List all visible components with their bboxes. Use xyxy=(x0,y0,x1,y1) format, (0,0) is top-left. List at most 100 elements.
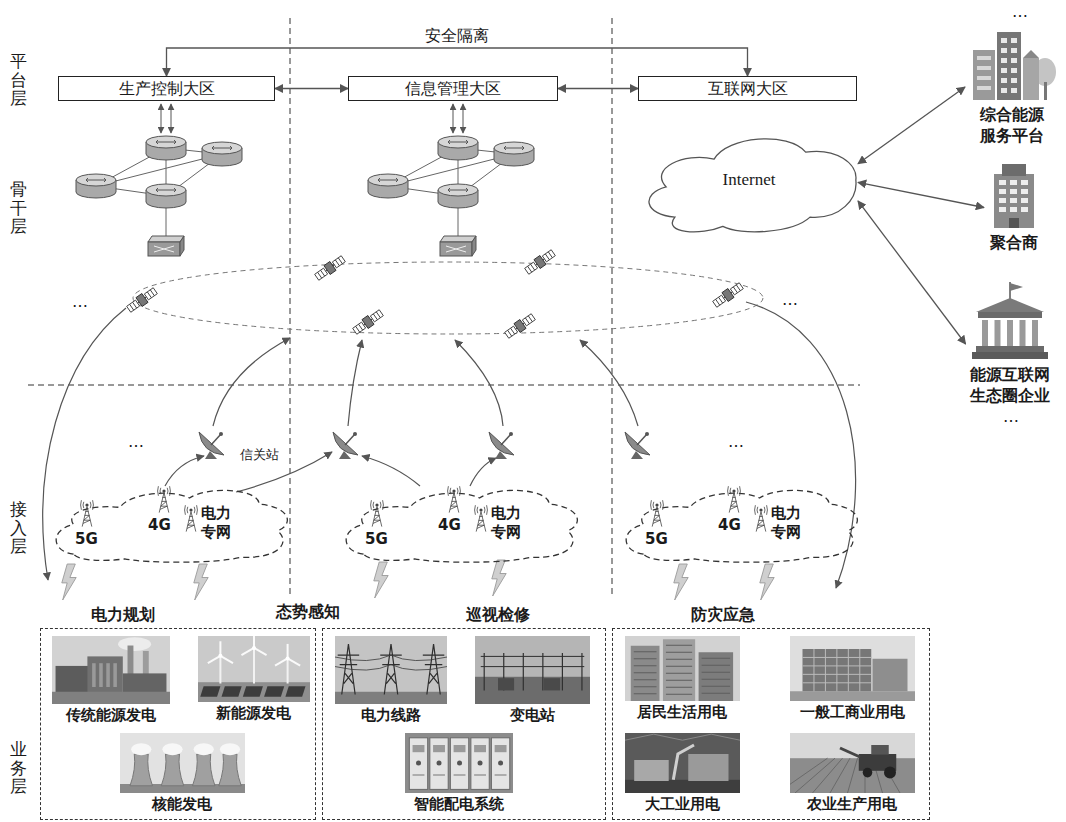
picture-part xyxy=(977,56,991,60)
label-slot: 安全隔离 xyxy=(422,26,492,46)
picture-part xyxy=(192,754,215,786)
base-station-symbol xyxy=(81,500,94,526)
label-slot: … xyxy=(72,292,88,312)
router-cluster xyxy=(438,136,478,160)
satellite-link xyxy=(43,308,126,580)
business-photo: 传统能源发电 xyxy=(52,636,170,724)
picture-part xyxy=(872,658,907,691)
node-text: 新能源发电 xyxy=(216,704,291,722)
picture-part xyxy=(483,653,484,690)
node-text: 核能发电 xyxy=(152,795,212,813)
picture-part xyxy=(253,647,255,683)
gateway-name: 信关站 xyxy=(240,447,279,462)
picture-part xyxy=(625,779,740,792)
picture-part xyxy=(884,766,896,778)
picture-part xyxy=(1001,68,1007,73)
router-cluster xyxy=(171,104,172,133)
business-group: 防灾应急居民生活用电一般工商业用电大工业用电农业生产用电 xyxy=(612,628,930,820)
picture-part xyxy=(625,636,740,701)
picture-part xyxy=(1010,283,1023,291)
picture-part xyxy=(286,643,288,658)
router-cluster xyxy=(76,104,242,256)
node-text: 4G xyxy=(148,516,171,535)
satellite-link xyxy=(165,456,204,486)
router-cluster xyxy=(161,104,162,133)
label-slot: 业务层 xyxy=(10,740,27,796)
picture-part xyxy=(633,679,656,680)
zone-box: 互联网大区 xyxy=(638,76,857,101)
picture-part xyxy=(99,663,103,687)
router-cluster xyxy=(146,136,186,160)
business-group: 电力规划传统能源发电新能源发电核能发电 xyxy=(40,628,316,820)
edge-label: 安全隔离 xyxy=(422,26,492,45)
picture-part xyxy=(498,760,503,765)
node-text: 巡视检修 xyxy=(466,605,530,624)
picture-part xyxy=(412,774,424,775)
picture-part xyxy=(92,663,96,687)
business-photo: 一般工商业用电 xyxy=(790,636,915,721)
router-cluster xyxy=(148,236,184,256)
zone-box: 生产控制大区 xyxy=(58,76,275,101)
picture-part xyxy=(625,733,740,793)
satellite-ring xyxy=(133,262,763,334)
text-slot: 4G xyxy=(718,516,741,535)
base-station-symbol xyxy=(755,505,768,531)
wireless-bolt xyxy=(492,560,506,596)
picture-part xyxy=(701,685,730,686)
picture-part xyxy=(1001,78,1007,83)
picture-part xyxy=(193,743,213,755)
satellite-ring xyxy=(524,248,557,275)
connector-arrow xyxy=(858,182,984,207)
business-photo xyxy=(475,636,590,704)
picture-part xyxy=(665,679,691,680)
picture-part xyxy=(285,686,305,697)
picture-part xyxy=(542,653,543,690)
picture-part xyxy=(1023,58,1039,100)
picture-part xyxy=(218,754,241,786)
connector-arrow xyxy=(558,88,638,89)
picture-part xyxy=(673,745,694,780)
label-slot: 信关站 xyxy=(240,444,279,465)
picture-part xyxy=(131,743,151,755)
node-text: 生产控制大区 xyxy=(119,79,215,99)
business-photo: 居民生活用电 xyxy=(625,636,740,721)
gateway-dish xyxy=(489,432,514,459)
node-text: 电力专网 xyxy=(491,504,523,542)
picture-part xyxy=(494,774,506,775)
picture-part xyxy=(380,644,402,694)
picture-part xyxy=(813,649,814,691)
base-station-symbol xyxy=(651,500,664,526)
picture-part xyxy=(625,734,740,740)
picture-part xyxy=(972,352,1048,359)
picture-part xyxy=(118,637,151,651)
text-slot: 电力规划 xyxy=(91,605,155,625)
access-network-cloud: 5G4G电力专网 xyxy=(55,484,287,562)
picture-part xyxy=(633,665,656,666)
base-station-symbol xyxy=(448,486,461,512)
picture-part xyxy=(977,76,991,80)
picture-part xyxy=(999,189,1006,194)
ellipsis: … xyxy=(128,432,144,451)
node-text: 变电站 xyxy=(510,706,555,724)
picture-part xyxy=(802,673,871,674)
picture-part xyxy=(287,658,300,665)
picture-part xyxy=(1001,48,1007,53)
picture-part xyxy=(219,743,239,755)
text-slot: 电力专网 xyxy=(771,504,803,542)
picture-part xyxy=(433,745,445,752)
partner-icon: 能源互联网生态圈企业 xyxy=(966,282,1055,406)
picture-part xyxy=(1010,180,1017,185)
picture-part xyxy=(87,656,122,693)
picture-part xyxy=(122,673,166,693)
picture-part xyxy=(976,346,1044,352)
picture-part xyxy=(701,692,730,693)
wireless-bolt xyxy=(674,564,688,600)
business-photo: 核能发电 xyxy=(120,733,245,813)
picture-part xyxy=(847,649,848,691)
satellite-ring xyxy=(504,312,537,339)
picture-part xyxy=(106,663,110,687)
picture-part xyxy=(275,658,288,665)
picture-part xyxy=(633,686,656,687)
picture-part xyxy=(630,645,659,700)
